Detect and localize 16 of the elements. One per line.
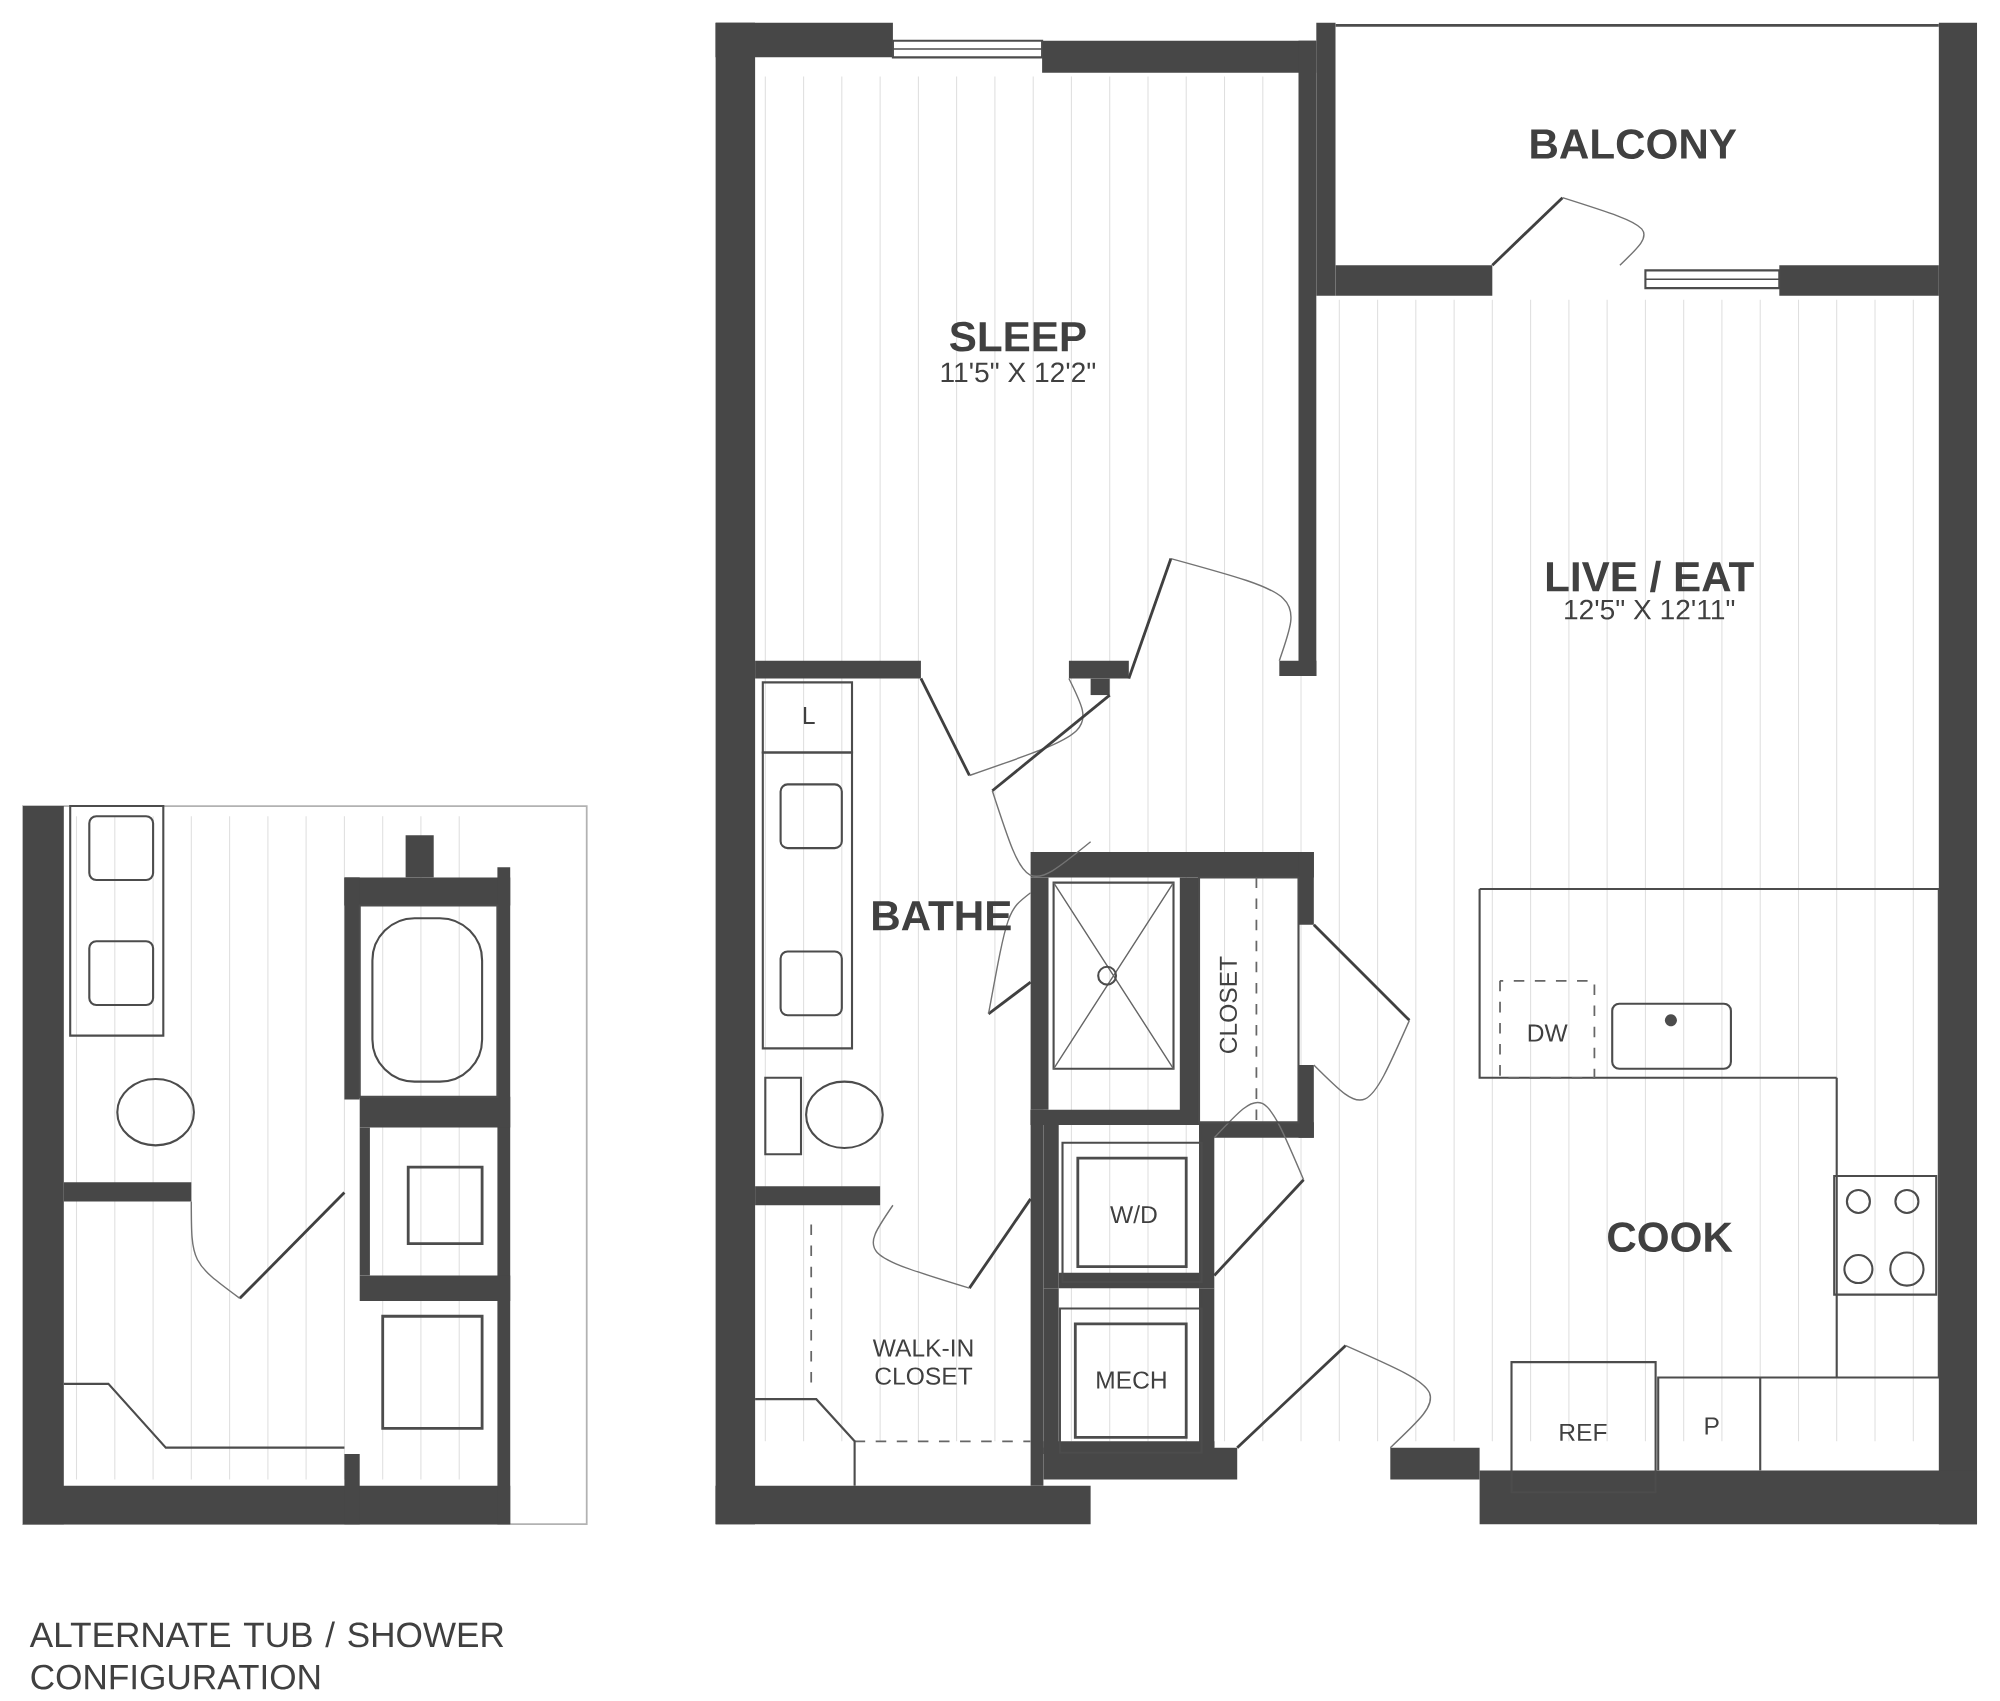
room-label: WALK-IN CLOSET bbox=[872, 1339, 973, 1385]
room-label: 12'5" X 12'11" bbox=[1565, 599, 1735, 620]
room-label: LIVE / EAT bbox=[1546, 560, 1754, 592]
room-label: REF bbox=[1560, 1423, 1607, 1441]
room-label: CLOSET bbox=[1219, 956, 1237, 1053]
room-label: L bbox=[803, 706, 815, 724]
room-label: SLEEP bbox=[950, 321, 1086, 352]
room-label: BATHE bbox=[873, 901, 1011, 931]
room-label: 11'5" X 12'2" bbox=[941, 362, 1096, 383]
room-label: MECH bbox=[1097, 1371, 1166, 1389]
caption: ALTERNATE TUB / SHOWER CONFIGURATION bbox=[29, 1621, 504, 1690]
room-label: COOK bbox=[1608, 1222, 1733, 1252]
room-label: W/D bbox=[1110, 1205, 1157, 1224]
room-label: BALCONY bbox=[1531, 128, 1737, 159]
room-label: P bbox=[1705, 1417, 1719, 1435]
room-label: DW bbox=[1528, 1024, 1568, 1042]
